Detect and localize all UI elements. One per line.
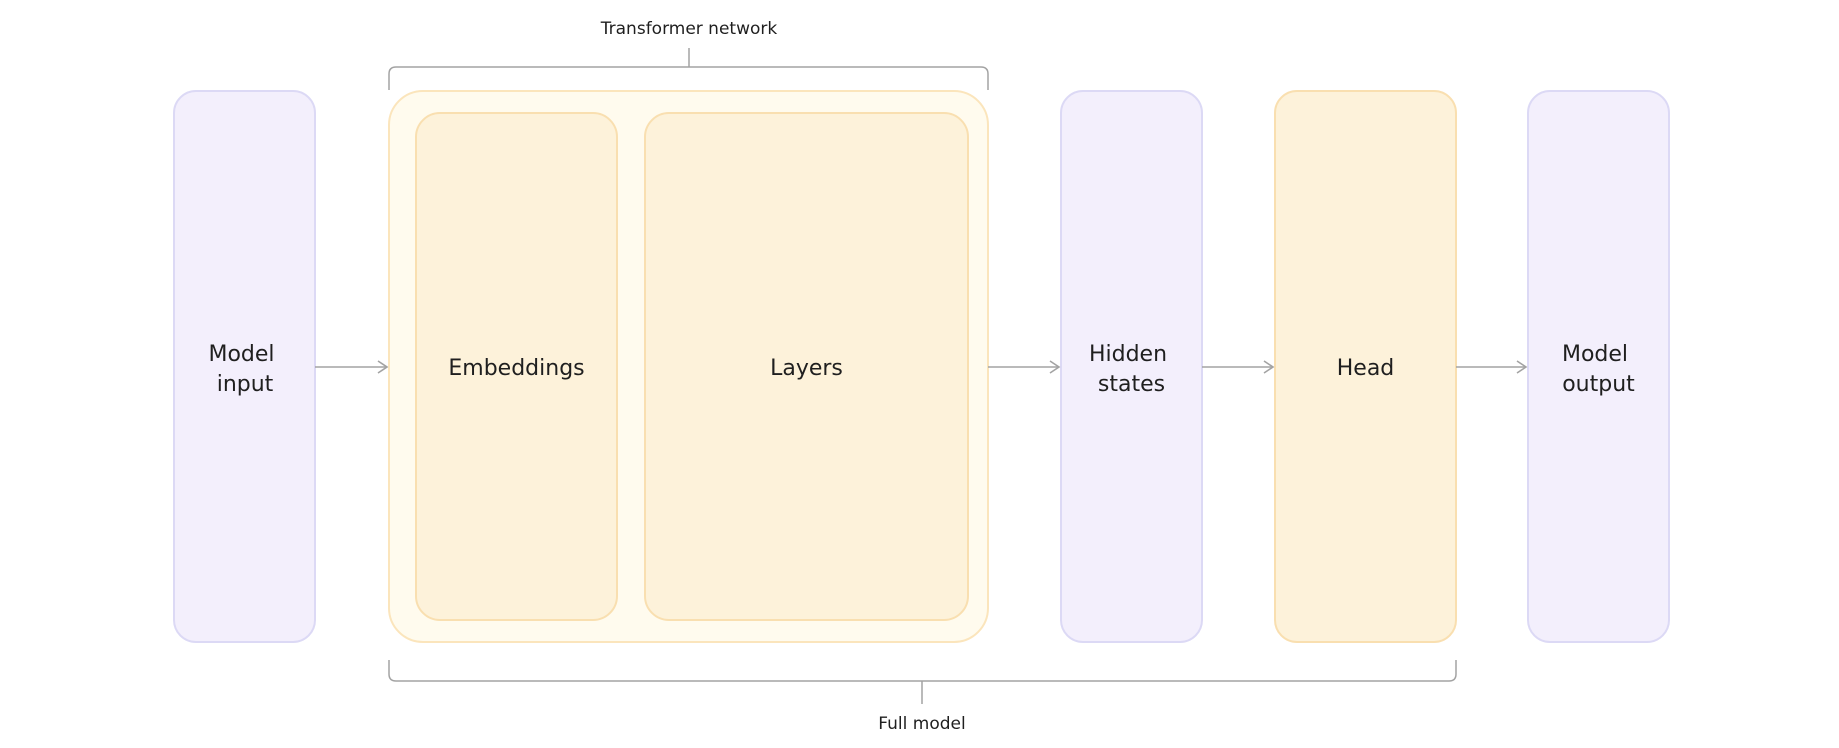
hidden-states-box: Hidden states [1060,90,1203,643]
model-output-label-line1: Model [1562,342,1628,367]
transformer-network-box: Embeddings Layers [388,90,989,643]
model-output-label: Model output [1562,342,1635,397]
layers-rect [644,112,969,621]
full-model-label: Full model [878,714,965,734]
transformer-network-bracket [388,48,989,90]
model-input-label: Model input [208,342,281,397]
model-input-label-line2: input [217,372,274,397]
transformer-network-label: Transformer network [600,19,778,39]
layers-box: Layers [644,112,969,621]
model-output-box: Model output [1527,90,1670,643]
model-input-box: Model input [173,90,316,643]
embeddings-rect [415,112,618,621]
model-output-rect [1527,90,1670,643]
model-input-label-line1: Model [208,342,274,367]
head-box: Head [1274,90,1457,643]
embeddings-box: Embeddings [415,112,618,621]
hidden-states-label-line2: states [1098,372,1165,397]
full-model-bracket [388,660,1457,704]
hidden-states-label: Hidden states [1089,342,1174,397]
model-output-label-line2: output [1562,372,1635,397]
hidden-states-label-line1: Hidden [1089,342,1167,367]
embeddings-label: Embeddings [448,356,584,381]
head-label: Head [1337,356,1395,381]
layers-label: Layers [770,356,843,381]
